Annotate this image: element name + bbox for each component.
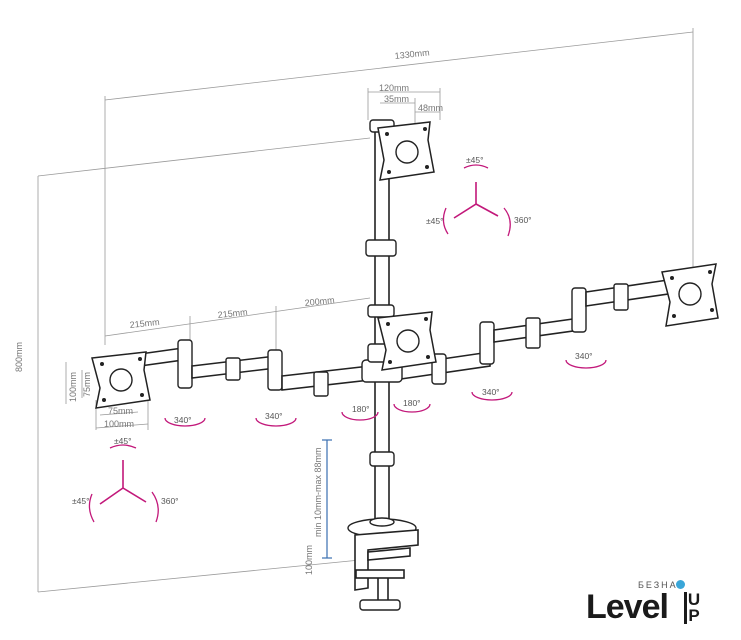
dim-vesa-100-vertical: 100mm [68, 372, 78, 402]
rotation-joint-center-right: 180° [403, 398, 421, 408]
logo-bar-icon [684, 592, 687, 624]
dim-vesa-75-horizontal: 75mm [108, 406, 133, 416]
rotation-swivel-bottom: ±45° [72, 496, 90, 506]
desk-clamp [354, 529, 419, 611]
rotation-tilt-bottom: ±45° [114, 436, 132, 446]
rotation-axes-top [442, 164, 511, 237]
dim-vesa-100-horizontal: 100mm [104, 419, 134, 429]
dim-total-width: 1330mm [394, 47, 430, 61]
dim-inner-48: 48mm [418, 103, 443, 113]
dim-arm-center: 200mm [304, 295, 335, 308]
rotation-joint-left-1: 340° [174, 415, 192, 425]
vesa-plate-top [369, 119, 435, 181]
rotation-tilt-top: ±45° [466, 155, 484, 165]
rotation-joint-right-1: 340° [482, 387, 500, 397]
vesa-plate-right [661, 263, 719, 327]
dim-clamp-depth: 100mm [304, 545, 314, 575]
rotation-axes-bottom [88, 444, 159, 523]
dim-clamp-range: min 10mm-max 88mm [313, 447, 323, 537]
logo-up-text: U P [686, 590, 702, 625]
logo-up-bottom: P [688, 606, 700, 625]
dim-height: 800mm [14, 342, 24, 372]
logo-main-text: Level [586, 588, 669, 626]
joint-rotation-arcs [164, 359, 607, 427]
rotation-joint-right-2: 340° [575, 351, 593, 361]
right-arm [393, 279, 669, 385]
vesa-plate-center [377, 311, 437, 371]
brand-logo: БЕЗНАЛ Level U P [586, 578, 736, 634]
logo-dot-icon [676, 580, 685, 589]
rotation-joint-center-left: 180° [352, 404, 370, 414]
dim-vesa-75-vertical: 75mm [82, 372, 92, 397]
rotation-swivel-top: ±45° [426, 216, 444, 226]
dim-arm-left-1: 215mm [129, 317, 160, 330]
left-arm [139, 339, 371, 397]
dim-inner-35: 35mm [384, 94, 409, 104]
dimension-lines [37, 28, 694, 593]
logo-small-text: БЕЗНАЛ [638, 580, 686, 590]
logo-up-top: U [687, 590, 701, 609]
vesa-plate-left [91, 351, 151, 409]
rotation-rotate-top: 360° [514, 215, 532, 225]
rotation-joint-left-2: 340° [265, 411, 283, 421]
rotation-rotate-bottom: 360° [161, 496, 179, 506]
dim-arm-left-2: 215mm [217, 307, 248, 320]
dim-top-width: 120mm [379, 83, 409, 93]
